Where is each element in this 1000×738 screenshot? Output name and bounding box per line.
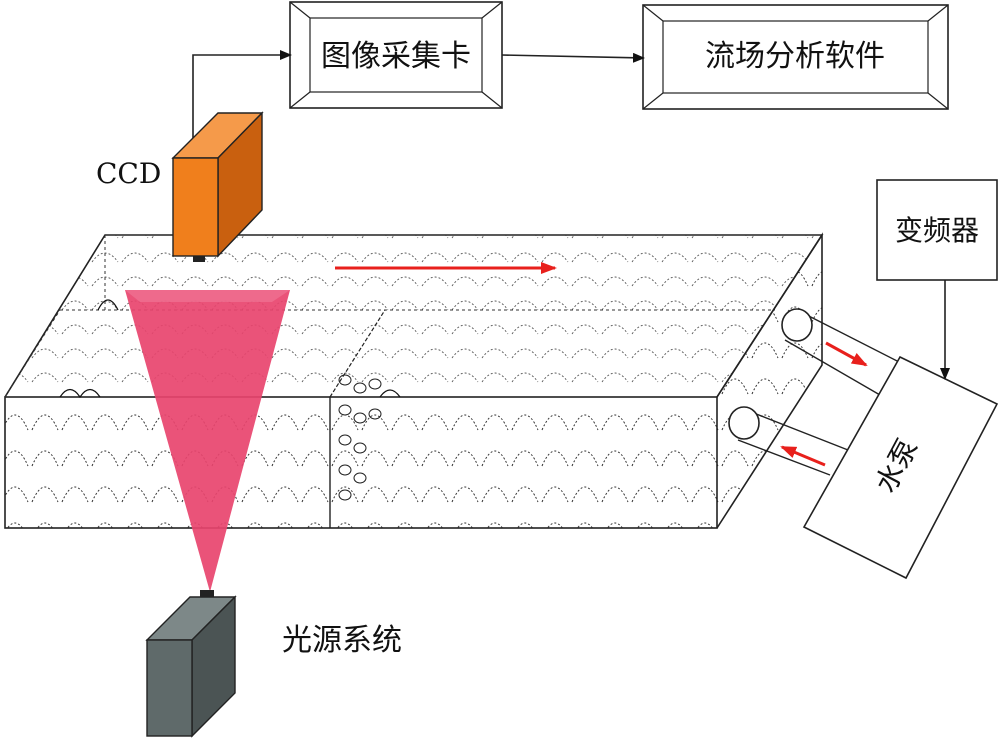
water-tank [4, 232, 824, 529]
ccd-label: CCD [96, 157, 161, 190]
pump-pipes [728, 308, 906, 476]
pump-box: 水泵 [802, 355, 999, 580]
capture-card-box: 图像采集卡 [289, 1, 503, 109]
analysis-software-label: 流场分析软件 [705, 39, 885, 74]
analysis-software-box: 流场分析软件 [642, 4, 949, 110]
inverter-label: 变频器 [895, 214, 979, 247]
capture-card-label: 图像采集卡 [321, 39, 471, 74]
pipe-flow-arrow-out [825, 341, 868, 367]
laser-sheet [125, 290, 290, 592]
light-source-label: 光源系统 [282, 623, 402, 658]
card-to-software-arrow [501, 52, 645, 63]
pipe-flow-arrow-in [780, 445, 826, 467]
inverter-box: 变频器 [876, 179, 998, 281]
ccd-to-card-connector [192, 50, 292, 148]
ccd-camera [171, 111, 264, 262]
light-source [145, 590, 237, 738]
